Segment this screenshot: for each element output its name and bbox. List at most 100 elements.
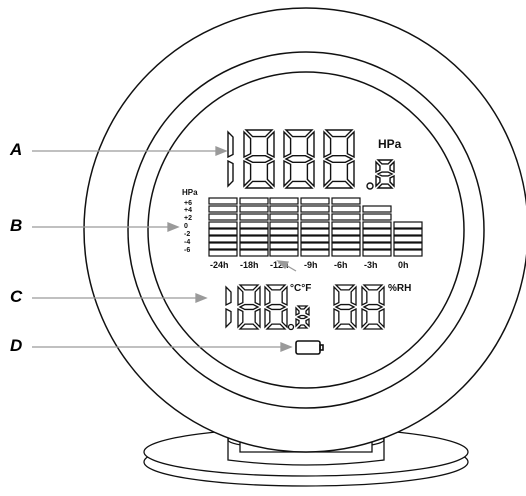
history-bar-cell <box>300 205 330 213</box>
history-time-label: -24h <box>210 260 229 270</box>
history-bar-cell <box>362 235 392 243</box>
history-bar-cell <box>300 242 330 250</box>
pressure-digit-1 <box>227 130 234 188</box>
history-time-label: 0h <box>398 260 409 270</box>
history-bar-cell <box>300 235 330 243</box>
history-bar-cell <box>300 228 330 236</box>
history-bar-cell <box>331 228 361 236</box>
callout-b: B <box>10 216 23 235</box>
history-bar-cell <box>269 205 299 213</box>
pressure-digit-3 <box>283 129 315 189</box>
humidity-digit-1 <box>333 284 357 330</box>
leader-b-arrow <box>167 222 180 232</box>
temperature-decimal-point <box>287 323 295 331</box>
history-bar-cell <box>239 197 269 205</box>
temperature-unit: °C°F <box>290 283 311 294</box>
callout-c: C <box>10 287 23 306</box>
history-bar-cell <box>208 228 238 236</box>
history-time-label: -9h <box>304 260 318 270</box>
temperature-digits <box>225 284 310 331</box>
history-bar-cell <box>269 197 299 205</box>
history-bar-cell <box>331 197 361 205</box>
leader-a-arrow <box>215 146 228 156</box>
history-time-label: -3h <box>364 260 378 270</box>
history-bar-cell <box>269 242 299 250</box>
pressure-digit-4 <box>323 129 355 189</box>
history-bar-cell <box>362 228 392 236</box>
history-bar-cell <box>362 221 392 229</box>
temperature-digit-3 <box>264 284 288 330</box>
leader-extra-arrow <box>276 260 290 270</box>
history-bar-cell <box>239 205 269 213</box>
history-bar-cell <box>393 249 423 257</box>
history-bar-cell <box>239 242 269 250</box>
history-bar-cell <box>300 197 330 205</box>
humidity-digit-2 <box>361 284 385 330</box>
history-scale-label: -4 <box>184 239 190 246</box>
history-bar-cell <box>331 221 361 229</box>
temperature-digit-2 <box>237 284 261 330</box>
history-bar-cell <box>393 242 423 250</box>
history-time-label: -18h <box>240 260 259 270</box>
humidity-unit: %RH <box>388 283 411 294</box>
battery-icon <box>295 340 324 355</box>
history-bar-cell <box>269 221 299 229</box>
pressure-digit-decimal <box>375 159 395 189</box>
history-bar-cell <box>239 221 269 229</box>
history-bar-cell <box>300 221 330 229</box>
history-unit: HPa <box>182 188 198 197</box>
leader-c-arrow <box>195 293 208 303</box>
history-bar-cell <box>300 213 330 221</box>
history-bar-cell <box>239 249 269 257</box>
history-bar-cell <box>269 213 299 221</box>
history-bar-cell <box>269 235 299 243</box>
history-time-label: -6h <box>334 260 348 270</box>
history-scale-label: -6 <box>184 247 190 254</box>
device-body <box>83 7 526 453</box>
humidity-digits <box>333 284 385 330</box>
history-bar-cell <box>239 228 269 236</box>
history-bar-cell <box>208 242 238 250</box>
pressure-decimal-point <box>366 182 374 190</box>
history-bar-cell <box>269 228 299 236</box>
history-bar-cell <box>393 221 423 229</box>
callout-d: D <box>10 336 23 355</box>
history-bar-cell <box>393 235 423 243</box>
history-bar-cell <box>208 205 238 213</box>
temperature-digit-decimal <box>295 305 310 329</box>
history-bar-cell <box>239 213 269 221</box>
leader-d-arrow <box>280 342 293 352</box>
history-scale-label: 0 <box>184 223 188 230</box>
history-scale-label: +6 <box>184 200 192 207</box>
pressure-history-grid <box>208 197 423 257</box>
history-bar-cell <box>331 242 361 250</box>
history-bar-cell <box>239 235 269 243</box>
history-time-labels: -24h -18h -12h -9h -6h -3h 0h <box>210 260 409 270</box>
callout-leaders <box>32 146 297 352</box>
history-bar-cell <box>208 213 238 221</box>
history-bar-cell <box>331 213 361 221</box>
history-time-label: -12h <box>270 260 289 270</box>
history-bar-cell <box>269 249 299 257</box>
history-bar-cell <box>331 205 361 213</box>
history-bar-cell <box>208 197 238 205</box>
history-scale-label: -2 <box>184 231 190 238</box>
history-bar-cell <box>362 249 392 257</box>
pressure-digit-2 <box>243 129 275 189</box>
history-scale-label: +2 <box>184 215 192 222</box>
history-bar-cell <box>362 213 392 221</box>
pressure-digits <box>227 129 395 190</box>
history-scale-label: +4 <box>184 207 192 214</box>
temperature-digit-1 <box>225 285 232 329</box>
history-bar-cell <box>393 228 423 236</box>
history-bar-cell <box>331 249 361 257</box>
callout-a: A <box>10 140 23 159</box>
history-bar-cell <box>300 249 330 257</box>
history-bar-cell <box>208 235 238 243</box>
pressure-unit: HPa <box>378 137 402 151</box>
history-bar-cell <box>362 205 392 213</box>
history-bar-cell <box>362 242 392 250</box>
history-bar-cell <box>208 221 238 229</box>
history-bar-cell <box>331 235 361 243</box>
